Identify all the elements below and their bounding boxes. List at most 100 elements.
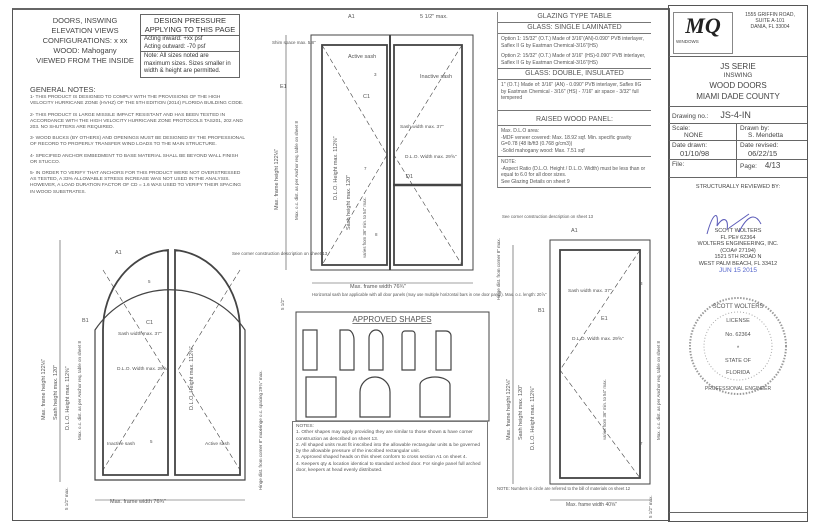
callout-a1: A1 (571, 228, 578, 234)
inactive-sash-label: Inactive sash (420, 74, 452, 80)
header-line: ELEVATION VIEWS (51, 26, 119, 35)
callout-d1: D1 (406, 174, 413, 180)
scale-value: NONE (684, 132, 703, 139)
callout-c1: C1 (363, 94, 370, 100)
shape-double-segment (419, 376, 451, 418)
general-note: 5- IN ORDER TO VERIFY THAT ANCHORS FOR T… (30, 171, 241, 195)
part-number: 3 (374, 72, 377, 77)
frame-height-label: Max. frame height 122⅛" (41, 359, 47, 420)
sash-height-label: Sash height max. 120" (53, 365, 59, 420)
callout-b1: B1 (82, 318, 89, 324)
panel-line: -Solid mahogany wood: Max. 7.51 sqf (501, 147, 585, 154)
notes-title: NOTES: (296, 424, 314, 429)
reviewed-by-label: STRUCTURALLY REVIEWED BY: (695, 184, 781, 190)
drawing-no: JS-4-IN (720, 110, 751, 120)
double-door-labels: A1 E1 C1 D1 5 1/2" max. Shim space max. … (272, 14, 547, 297)
bottom-dimension: 5 1/2" max. (64, 487, 69, 510)
hinge-spacing-label: Hinge o.c. spacing 29¾" max. (258, 370, 263, 430)
anchor-spacing-label: Max. o.c. dist. as per Anchor req. table… (656, 340, 661, 440)
stamp-date: JUN 15 2015 (719, 267, 757, 274)
seal-florida: FLORIDA (726, 370, 750, 376)
active-sash-label: Active sash (348, 54, 376, 60)
seal-state: STATE OF (725, 358, 752, 364)
page-label: Page: (740, 163, 757, 170)
header-line: CONFIGURATIONS: x xx (42, 36, 128, 45)
pressure-inward: Acting inward: +xx psf (144, 36, 203, 42)
engineer-company: WOLTERS ENGINEERING, INC. (697, 241, 779, 247)
single-door-labels: A1 B1 E1 See corner construction descrip… (496, 214, 661, 518)
part-number: 5 (148, 279, 151, 284)
callout-e1: E1 (280, 84, 287, 90)
approved-shapes-title: APPROVED SHAPES (352, 315, 431, 324)
general-note: 4- SPECIFIED ANCHOR EMBEDMENT TO BASE MA… (30, 153, 239, 165)
design-pressure-box: DESIGN PRESSURE APPLYING TO THIS PAGE Ac… (140, 14, 240, 78)
company-header: MQ WINDOWS 1555 GRIFFIN ROAD, SUITE A-10… (669, 6, 807, 57)
sash-width-label: Sash width max. 37" (118, 331, 162, 337)
shape-rectangle (302, 329, 318, 371)
svg-text:*: * (737, 346, 740, 352)
glazing-note-line: -Aspect Ratio (D.L.O. Height / D.L.O. Wi… (501, 165, 646, 179)
frame-width-label: Max. frame width 76¾" (110, 499, 166, 505)
title-line: JS SERIE (720, 62, 756, 71)
drawing-title: JS SERIE INSWING WOOD DOORS MIAMI DADE C… (669, 57, 807, 107)
note-item: 2. All shaped units must fit inscribed i… (296, 442, 480, 455)
title-line: INSWING (723, 72, 753, 79)
single-laminated-title: GLASS: SINGLE LAMINATED (498, 23, 651, 34)
callout-c1: C1 (146, 320, 153, 326)
inactive-sash-label: Inactive sash (107, 441, 135, 447)
glass-option-2: Option 2: 15/32" (O.T.) Made of 3/16" (H… (498, 51, 651, 69)
part-number: 3 (640, 281, 643, 286)
note-item: 4. Keepers qty & location identical to s… (296, 461, 481, 474)
general-note: 3- WOOD BUCKS (BY OTHERS) AND OPENINGS M… (30, 136, 245, 148)
double-insulated-desc: 1" (O.T.) Made of: 3/16" (AN) - 0.090" P… (498, 80, 651, 111)
shape-one-rounded-corner (435, 330, 452, 371)
part-number: 7 (640, 441, 643, 446)
pressure-note: Note: All sizes noted are maximum sizes.… (141, 51, 239, 77)
seal-pe: PROFESSIONAL ENGINEER (705, 386, 772, 392)
anchor-spacing-label: Max. o.c. dist. as per Anchor req. table… (77, 340, 82, 440)
shape-half-round (368, 329, 384, 371)
frame-width-label: Max. frame width 40⅝" (566, 502, 617, 508)
double-door-elevation (285, 34, 474, 284)
panel-line: Max. D.L.O area: (501, 128, 540, 134)
callout-e1: E1 (601, 316, 608, 322)
sash-height-label: Sash height max. 120" (518, 385, 524, 440)
arched-door-elevation (59, 240, 246, 501)
arched-door-labels: A1 B1 C1 See corner construction descrip… (41, 250, 328, 510)
logo-text: MQ (685, 13, 721, 38)
file-label: File: (669, 160, 737, 177)
handle-height-label: varies from 36" min. to 54" max. (362, 197, 367, 258)
sheet-header: DOORS, INSWING ELEVATION VIEWS CONFIGURA… (20, 16, 150, 66)
hinge-corner-label: Hinge dist. from corner 8" max. (258, 428, 263, 490)
engineer-seal: SCOTT WOLTERS LICENSE No. 62364 * STATE … (689, 297, 787, 395)
sash-height-label: Sash height max. 120" (346, 175, 352, 230)
engineer-name: SCOTT WOLTERS (714, 228, 762, 234)
header-line: VIEWED FROM THE INSIDE (36, 56, 134, 65)
single-door-elevation (512, 239, 651, 501)
dlo-height-label: D.L.O. Height max. 112⅜" (530, 386, 536, 450)
drawn-by-value: S. Mendetta (748, 132, 784, 139)
shape-quarter-arch (339, 329, 355, 371)
title-line: WOOD DOORS (709, 81, 767, 90)
drawing-no-label: Drawing no.: (672, 113, 709, 120)
engineer-info: SCOTT WOLTERS FL PE# 62364 WOLTERS ENGIN… (669, 228, 807, 275)
sash-bar-note: Horizontal sash bar applicable with all … (312, 292, 547, 297)
address-line: SUITE A-101 (755, 18, 785, 24)
raised-panel-desc: Max. D.L.O area: -MDF veneer covered: Ma… (498, 126, 651, 157)
header-line: DOORS, INSWING (52, 16, 118, 25)
glazing-type-table: GLAZING TYPE TABLE GLASS: SINGLE LAMINAT… (497, 12, 651, 188)
page-value: 4/13 (764, 161, 781, 170)
dlo-height-label: D.L.O. Height max. 112⅜" (333, 136, 339, 200)
seal-number: No. 62364 (725, 332, 750, 338)
top-dimension: 5 1/2" max. (420, 14, 448, 20)
shim-space-label: Shim space max. 5/8" (272, 40, 316, 45)
frame-height-label: Max. frame height 122⅛" (274, 149, 280, 210)
glazing-table-title: GLAZING TYPE TABLE (498, 12, 651, 23)
address-line: DANIA, FL 33004 (750, 24, 790, 30)
general-notes-title: GENERAL NOTES: (30, 85, 96, 94)
company-address: 1555 GRIFFIN ROAD, SUITE A-101 DANIA, FL… (737, 12, 803, 30)
dlo-width-label: D.L.O. Width max. 29⅝" (572, 336, 624, 342)
general-note: 2- THIS PRODUCT IS LARGE MISSILE IMPACT … (30, 112, 243, 131)
right-dimension: 5 1/2" (280, 298, 285, 310)
